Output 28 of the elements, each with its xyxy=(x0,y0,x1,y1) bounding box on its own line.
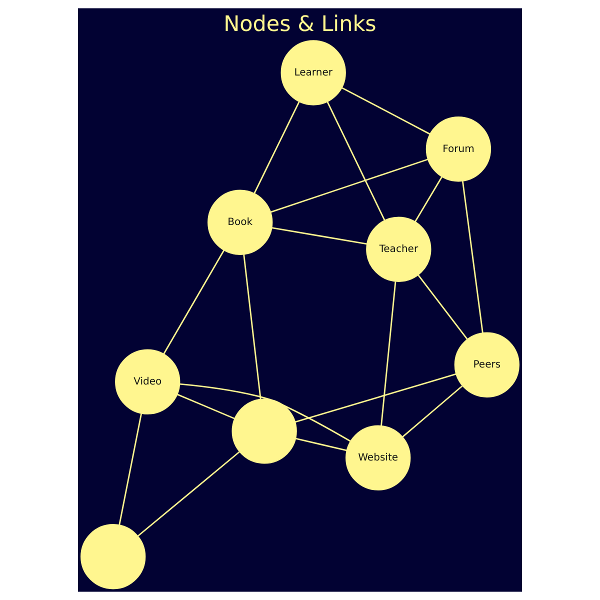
connector xyxy=(418,274,468,340)
connector xyxy=(342,87,430,135)
connector xyxy=(138,451,240,536)
node-circle: Forum xyxy=(426,116,492,182)
connector xyxy=(272,227,367,245)
connector xyxy=(270,158,428,213)
node-circle xyxy=(232,398,297,464)
connector xyxy=(402,385,463,438)
connector xyxy=(380,281,396,426)
connector xyxy=(177,394,235,420)
connector xyxy=(326,102,386,220)
node-circle: Peers xyxy=(454,332,520,398)
node-circle: Book xyxy=(208,190,273,255)
connector xyxy=(118,413,142,526)
node-circle: Teacher xyxy=(366,216,432,282)
node-circle: Website xyxy=(346,425,411,490)
diagram-title: Nodes & Links xyxy=(224,12,376,38)
connector xyxy=(180,383,351,442)
connector xyxy=(254,102,300,194)
connector xyxy=(163,250,225,354)
node-circle: Video xyxy=(115,349,180,414)
connector xyxy=(295,373,456,423)
connector xyxy=(462,181,484,333)
connector xyxy=(414,176,442,222)
connector xyxy=(243,254,262,400)
node-circle xyxy=(80,524,146,590)
node-circle: Learner xyxy=(280,40,346,106)
connector xyxy=(296,438,347,452)
